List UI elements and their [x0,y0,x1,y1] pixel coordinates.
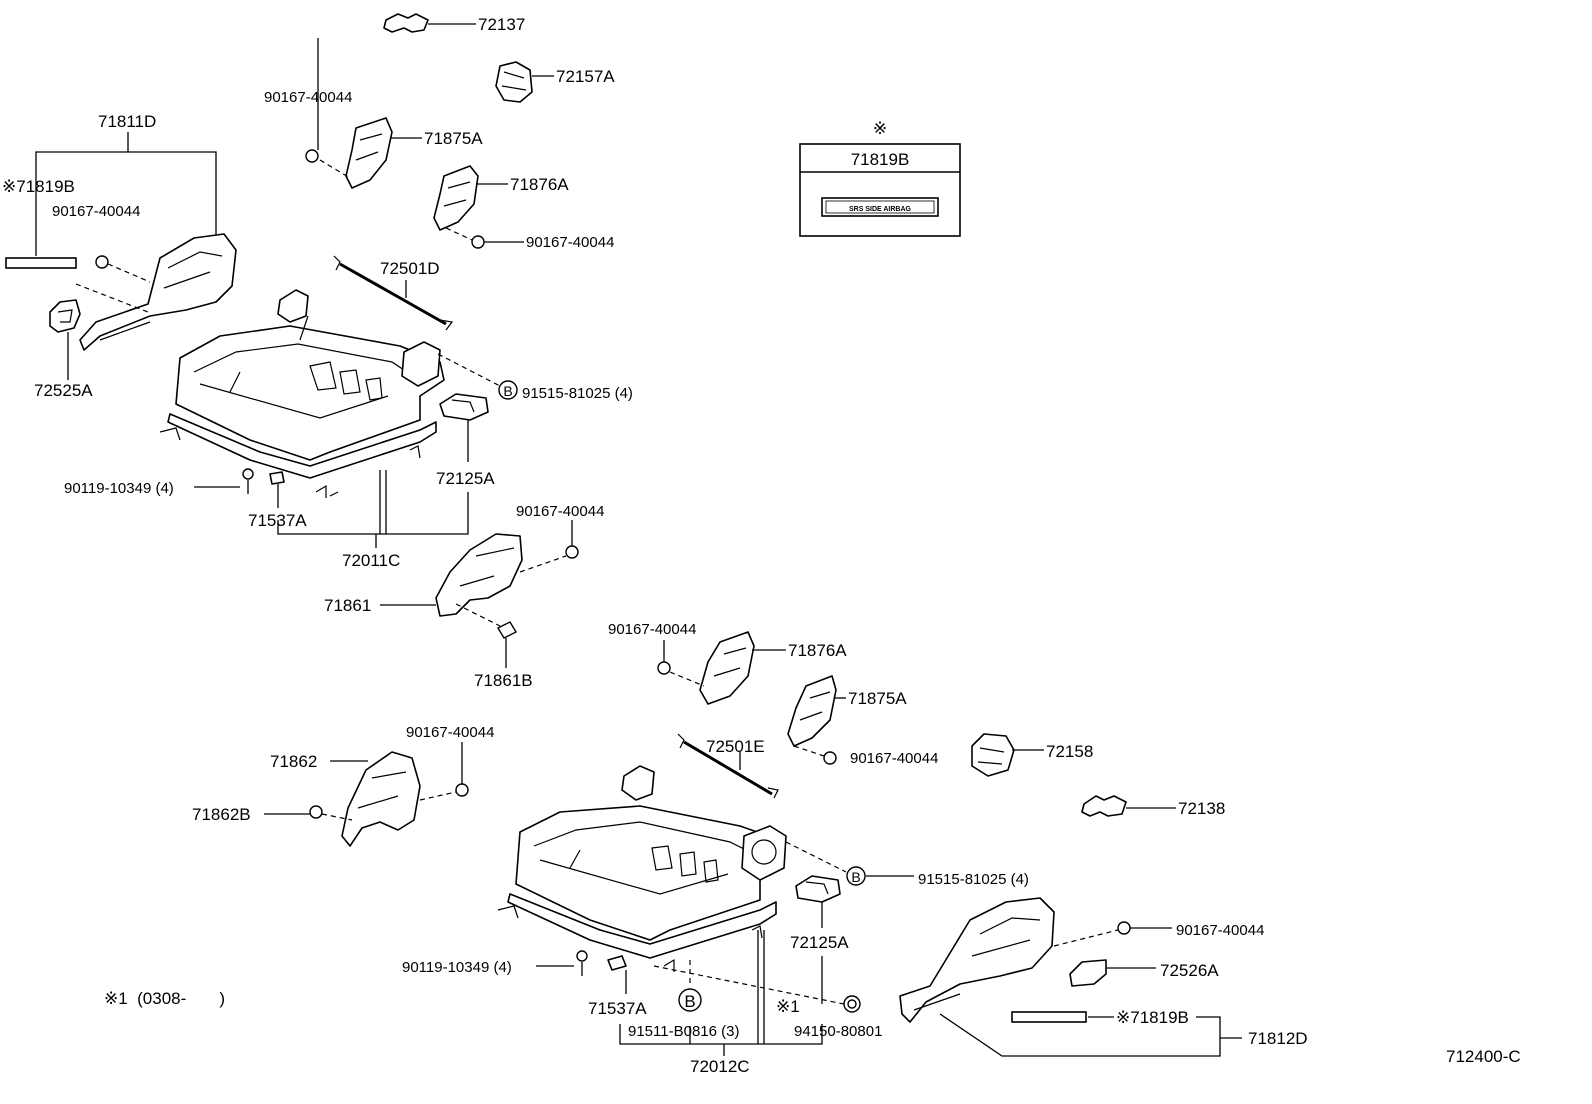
label-90167-cover: 90167-40044 [516,503,604,520]
part-72138-clip [1081,795,1176,817]
label-72501E: 72501E [706,737,765,756]
part-71876A-top-cover [433,165,524,249]
label-90119-top: 90119-10349 (4) [64,480,174,497]
label-71811D: 71811D [98,112,156,131]
legend-label-text: SRS SIDE AIRBAG [849,206,912,213]
part-72158-cap [971,733,1044,777]
legend-box-71819B [799,143,961,237]
label-91511: 91511-B0816 (3) [628,1023,739,1040]
part-71876A-bot-cover [657,631,786,705]
label-90167-mid: 90167-40044 [526,234,614,251]
label-90167-bottom-right: 90167-40044 [1176,922,1264,939]
part-90119-top-bolt [194,468,285,508]
part-72125A-bot-bracket [795,875,841,928]
label-72012C: 72012C [690,1057,750,1076]
label-72157A: 72157A [556,67,615,86]
label-90167-right-2: 90167-40044 [850,750,938,767]
label-91515-top: 91515-81025 (4) [522,385,633,402]
label-71819B-right: ※71819B [1116,1008,1189,1027]
label-71876A-bot: 71876A [788,641,847,660]
label-note-mark: ※1 [776,997,800,1016]
label-71537A-bot: 71537A [588,999,647,1018]
part-94150-nut [843,995,861,1013]
footnote-applicability: ※1 (0308- ) [104,989,225,1008]
label-72501D: 72501D [380,259,440,278]
label-71875A-top: 71875A [424,129,483,148]
part-72137-clip [383,13,476,33]
label-71876A-top: 71876A [510,175,569,194]
callout-b-right-letter: B [851,869,860,885]
diagram-code: 712400-C [1446,1047,1521,1066]
callout-b-top-letter: B [503,383,512,399]
label-90167-left: 90167-40044 [52,203,140,220]
label-72011C: 72011C [342,551,400,570]
label-71861B: 71861B [474,671,533,690]
callout-b-top: B [498,380,518,400]
label-72158: 72158 [1046,742,1093,761]
callout-b-bottom-letter: B [684,992,695,1011]
callout-b-right: B [846,866,914,886]
label-90167-71862: 90167-40044 [406,724,494,741]
label-72525A: 72525A [34,381,93,400]
part-72157A-cap [495,61,554,103]
label-72125A-bot: 72125A [790,933,849,952]
part-90119-bot-bolt [536,950,627,994]
label-71875A-bot: 71875A [848,689,907,708]
label-71862B: 71862B [192,805,251,824]
part-71811D-shield [5,132,237,351]
label-90167-top-left: 90167-40044 [264,89,352,106]
label-90167-right-1: 90167-40044 [608,621,696,638]
label-71861: 71861 [324,596,371,615]
label-94150: 94150-80801 [794,1023,882,1040]
leader-72011C [277,470,469,548]
label-90119-bot: 90119-10349 (4) [402,959,512,976]
label-72125A-top: 72125A [436,469,495,488]
label-71812D: 71812D [1248,1029,1308,1048]
part-72012C-seat-frame [497,765,847,1005]
part-72501E-rod [677,733,779,799]
part-71875A-bot-cover [787,675,846,765]
label-71537A-top: 71537A [248,511,307,530]
legend-mark: ※ [873,119,887,138]
part-71862-cover [264,742,469,847]
label-71819B-left: ※71819B [2,177,75,196]
label-91515-bot: 91515-81025 (4) [918,871,1029,888]
label-72138: 72138 [1178,799,1225,818]
leader-72012C [619,930,823,1056]
part-72011C-seat-frame [159,289,501,498]
part-71875A-top-cover [305,38,422,189]
part-72525A-clip [49,299,81,380]
label-72137: 72137 [478,15,525,34]
part-71861-cover [380,520,579,668]
legend-part-number: 71819B [851,150,910,169]
part-72125A-top-bracket [439,393,489,462]
part-71812D-shield [899,897,1242,1057]
label-71862: 71862 [270,752,317,771]
callout-b-bottom: B [678,988,702,1012]
part-72501D-rod [333,255,454,331]
label-72526A: 72526A [1160,961,1219,980]
